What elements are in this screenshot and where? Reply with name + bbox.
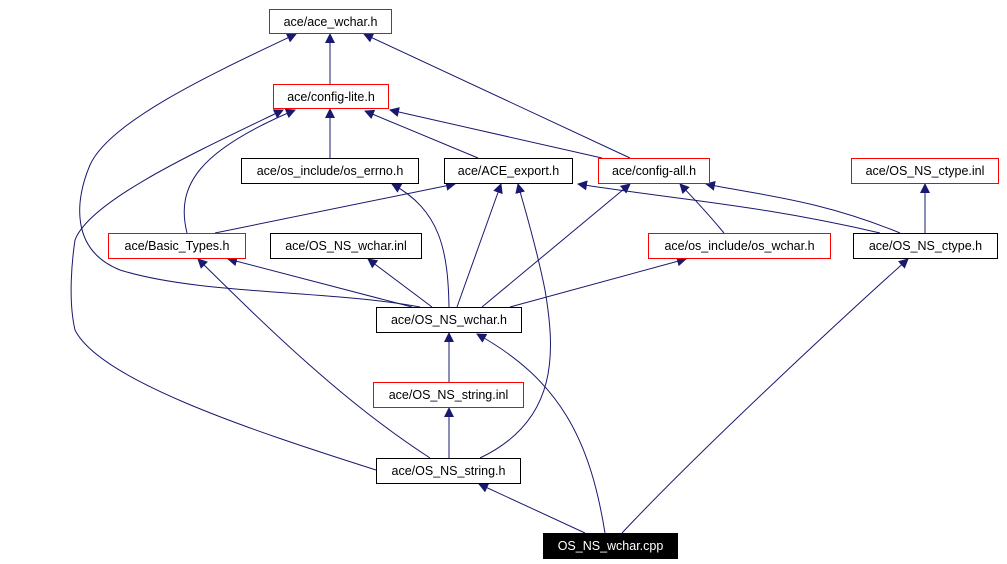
edge-root-to-os-ns-wchar-h	[476, 333, 606, 534]
edge-os-ns-ctype-h-to-config-all	[705, 180, 901, 234]
edge-os-ns-wchar-h-to-os-errno	[391, 183, 450, 308]
node-os-ns-wchar-cpp: OS_NS_wchar.cpp	[543, 533, 678, 559]
edge-os-ns-wchar-h-to-ace-export	[456, 183, 503, 308]
node-os-ns-ctype-h[interactable]: ace/OS_NS_ctype.h	[853, 233, 998, 259]
node-ace-wchar-h[interactable]: ace/ace_wchar.h	[269, 9, 392, 34]
edge-root-to-os-ns-string-h	[478, 483, 586, 534]
edge-os-wchar-to-config-all	[679, 183, 725, 234]
node-os-ns-string-inl[interactable]: ace/OS_NS_string.inl	[373, 382, 524, 408]
edge-os-ns-wchar-h-to-os-ns-wchar-inl	[367, 258, 433, 308]
edge-basic-types-to-config-lite	[183, 108, 296, 234]
edge-os-ns-wchar-h-to-ace-wchar	[79, 33, 421, 308]
node-config-all-h[interactable]: ace/config-all.h	[598, 158, 710, 184]
node-os-ns-wchar-h[interactable]: ace/OS_NS_wchar.h	[376, 307, 522, 333]
node-os-ns-wchar-inl[interactable]: ace/OS_NS_wchar.inl	[270, 233, 422, 259]
edge-config-all-to-config-lite	[389, 107, 603, 159]
node-os-ns-ctype-inl[interactable]: ace/OS_NS_ctype.inl	[851, 158, 999, 184]
edge-os-ns-string-h-to-config-lite	[70, 109, 377, 471]
node-basic-types-h[interactable]: ace/Basic_Types.h	[108, 233, 246, 259]
edge-os-ns-string-h-to-basic-types	[197, 258, 431, 459]
node-os-wchar-h[interactable]: ace/os_include/os_wchar.h	[648, 233, 831, 259]
edge-os-ns-wchar-h-to-os-wchar	[509, 256, 687, 308]
edge-os-ns-wchar-h-to-basic-types	[227, 256, 413, 308]
edge-os-ns-string-h-to-ace-export	[479, 183, 551, 459]
edge-os-ns-wchar-h-to-config-all	[481, 183, 631, 308]
edge-os-ns-ctype-h-to-ace-export	[577, 180, 881, 234]
edge-root-to-os-ns-ctype-h	[621, 258, 909, 534]
node-os-ns-string-h[interactable]: ace/OS_NS_string.h	[376, 458, 521, 484]
edge-config-all-to-ace-wchar	[363, 33, 631, 159]
node-ace-export-h[interactable]: ace/ACE_export.h	[444, 158, 573, 184]
node-os-errno-h[interactable]: ace/os_include/os_errno.h	[241, 158, 419, 184]
edge-ace-export-to-config-lite	[364, 109, 479, 159]
node-config-lite-h[interactable]: ace/config-lite.h	[273, 84, 389, 109]
edge-basic-types-to-ace-export	[214, 180, 456, 234]
